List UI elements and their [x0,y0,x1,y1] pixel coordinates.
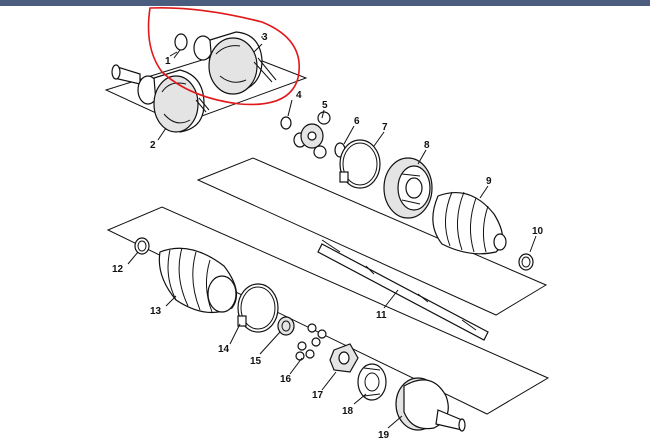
part-18-ball-cage [357,363,387,401]
part-4-circlip [280,116,292,130]
part-17-inner-race [329,343,359,373]
part-10-ring [518,253,534,271]
part-15-cage [277,316,295,336]
part-13-outer-boot [158,247,238,314]
outline-box-shaft [196,157,548,316]
callout-1: 1 [165,56,171,67]
outline-box-top [104,49,308,125]
part-3-tripod-housing [193,31,277,95]
callout-13: 13 [150,306,162,317]
part-5-tripod-spider [293,111,331,159]
callout-2: 2 [150,140,156,151]
callout-10: 10 [532,226,544,237]
callout-6: 6 [354,116,360,127]
callout-11: 11 [376,310,387,321]
callout-15: 15 [250,356,262,367]
part-14-clamp [237,283,279,333]
callout-3: 3 [262,32,268,43]
highlight-circle [147,6,300,106]
callout-4: 4 [296,90,302,101]
callout-14: 14 [218,344,230,355]
part-9-inner-boot [432,191,507,255]
part-7-boot-clamp [339,139,381,189]
callout-16: 16 [280,374,292,385]
part-19-outer-cv-joint [395,377,466,432]
callout-5: 5 [322,100,328,111]
window-top-bar [0,0,650,6]
part-16-balls [295,323,327,361]
callout-12: 12 [112,264,124,275]
part-8-adapter-ring [383,157,433,219]
part-2-outer-housing [111,64,210,133]
callout-7: 7 [382,122,388,133]
callout-19: 19 [378,430,390,441]
callout-9: 9 [486,176,492,187]
part-1-circlip [169,33,188,57]
callout-18: 18 [342,406,354,417]
leader-lines [127,43,537,429]
callout-8: 8 [424,140,430,151]
part-11-driveshaft [317,239,489,341]
callout-17: 17 [312,390,324,401]
part-12-ring [134,237,150,255]
outline-box-lower [106,206,550,415]
